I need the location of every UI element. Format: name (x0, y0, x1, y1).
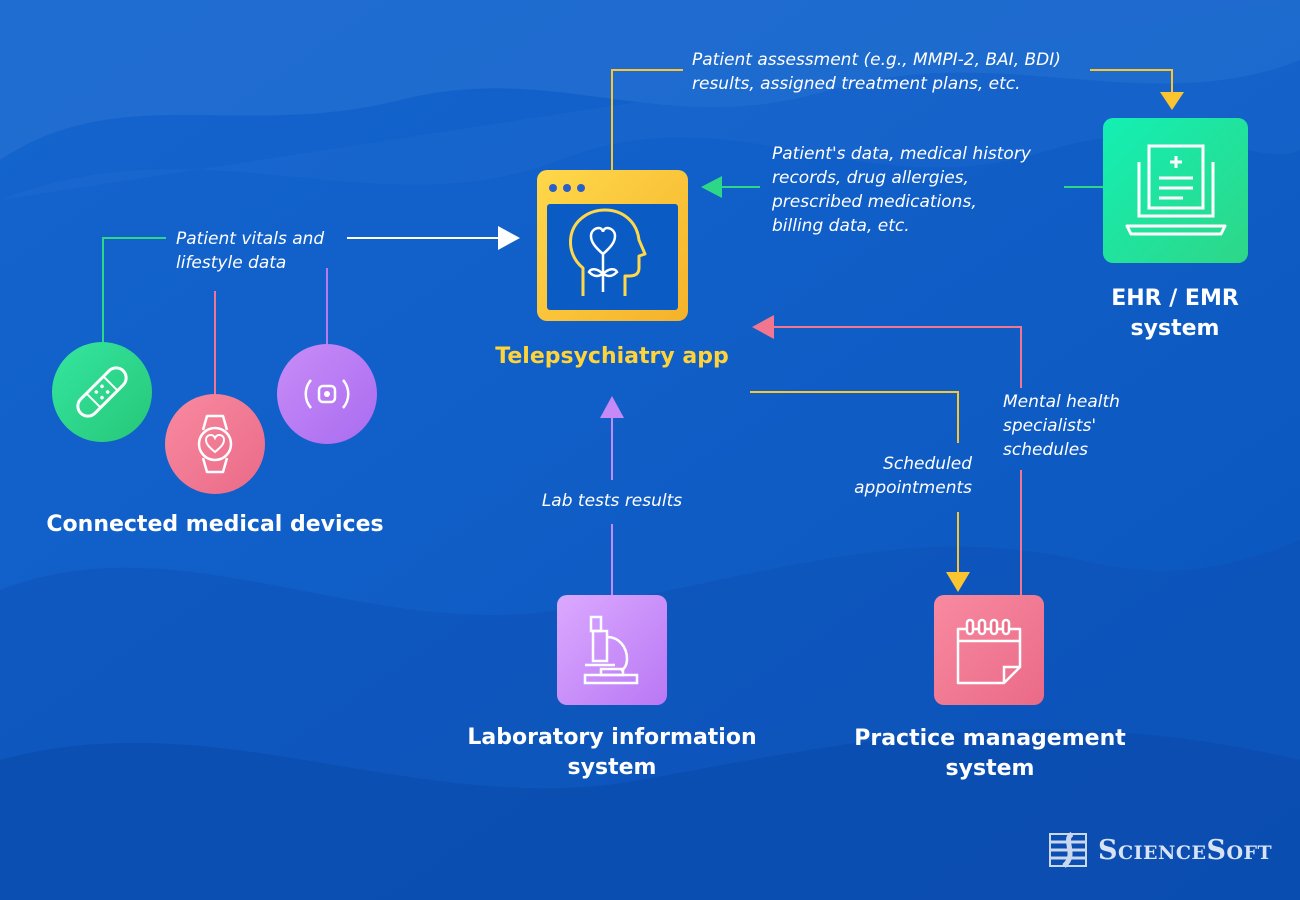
device-watch-circle (165, 394, 265, 494)
arrowhead-to-pms (946, 572, 970, 592)
laboratory-system-label: Laboratory information system (467, 725, 757, 780)
device-bandage-circle (52, 342, 152, 442)
medical-record-laptop-icon (1125, 144, 1227, 236)
arrowhead-to-app-pink (752, 315, 774, 339)
practice-management-tile (934, 595, 1044, 705)
device-sensor-circle (277, 344, 377, 444)
vitals-connector (102, 226, 520, 398)
sciencesoft-logo-icon (1049, 831, 1087, 868)
bandage-patch-icon (76, 366, 128, 418)
schedules-flow-label: Mental health specialists' schedules (1003, 392, 1120, 460)
smartwatch-heart-icon (197, 414, 233, 474)
sciencesoft-logo: ScienceSoft (1048, 828, 1278, 872)
laboratory-system-tile (557, 595, 667, 705)
sensor-signal-icon (304, 379, 350, 409)
schedules-connector (752, 315, 1022, 595)
arrowhead-to-app-white (498, 226, 520, 250)
sciencesoft-wordmark: ScienceSoft (1098, 835, 1273, 866)
arrowhead-to-app-purple (600, 396, 624, 418)
microscope-icon (583, 615, 639, 685)
lab-results-flow-label: Lab tests results (541, 491, 683, 511)
telepsychiatry-app-tile (537, 170, 688, 321)
ehr-system-label: EHR / EMR system (1111, 286, 1239, 341)
practice-management-label: Practice management system (854, 726, 1126, 781)
telepsychiatry-app-label: Telepsychiatry app (495, 344, 729, 369)
arrowhead-to-ehr (1160, 92, 1184, 110)
arrowhead-to-app-green (701, 176, 722, 198)
assessment-connector (611, 69, 1184, 172)
connected-devices-label: Connected medical devices (46, 512, 384, 537)
browser-window-head-flower-icon (547, 184, 678, 310)
appointments-connector (750, 391, 970, 592)
patient-data-flow-label: Patient's data, medical history records,… (772, 144, 1031, 236)
lab-connector (600, 396, 624, 595)
ehr-system-tile (1103, 118, 1248, 263)
patient-data-connector (701, 176, 1104, 198)
calendar-icon (956, 618, 1022, 685)
assessment-flow-label: Patient assessment (e.g., MMPI-2, BAI, B… (692, 50, 1061, 94)
vitals-flow-label: Patient vitals and lifestyle data (176, 229, 325, 273)
appointments-flow-label: Scheduled appointments (854, 454, 972, 498)
